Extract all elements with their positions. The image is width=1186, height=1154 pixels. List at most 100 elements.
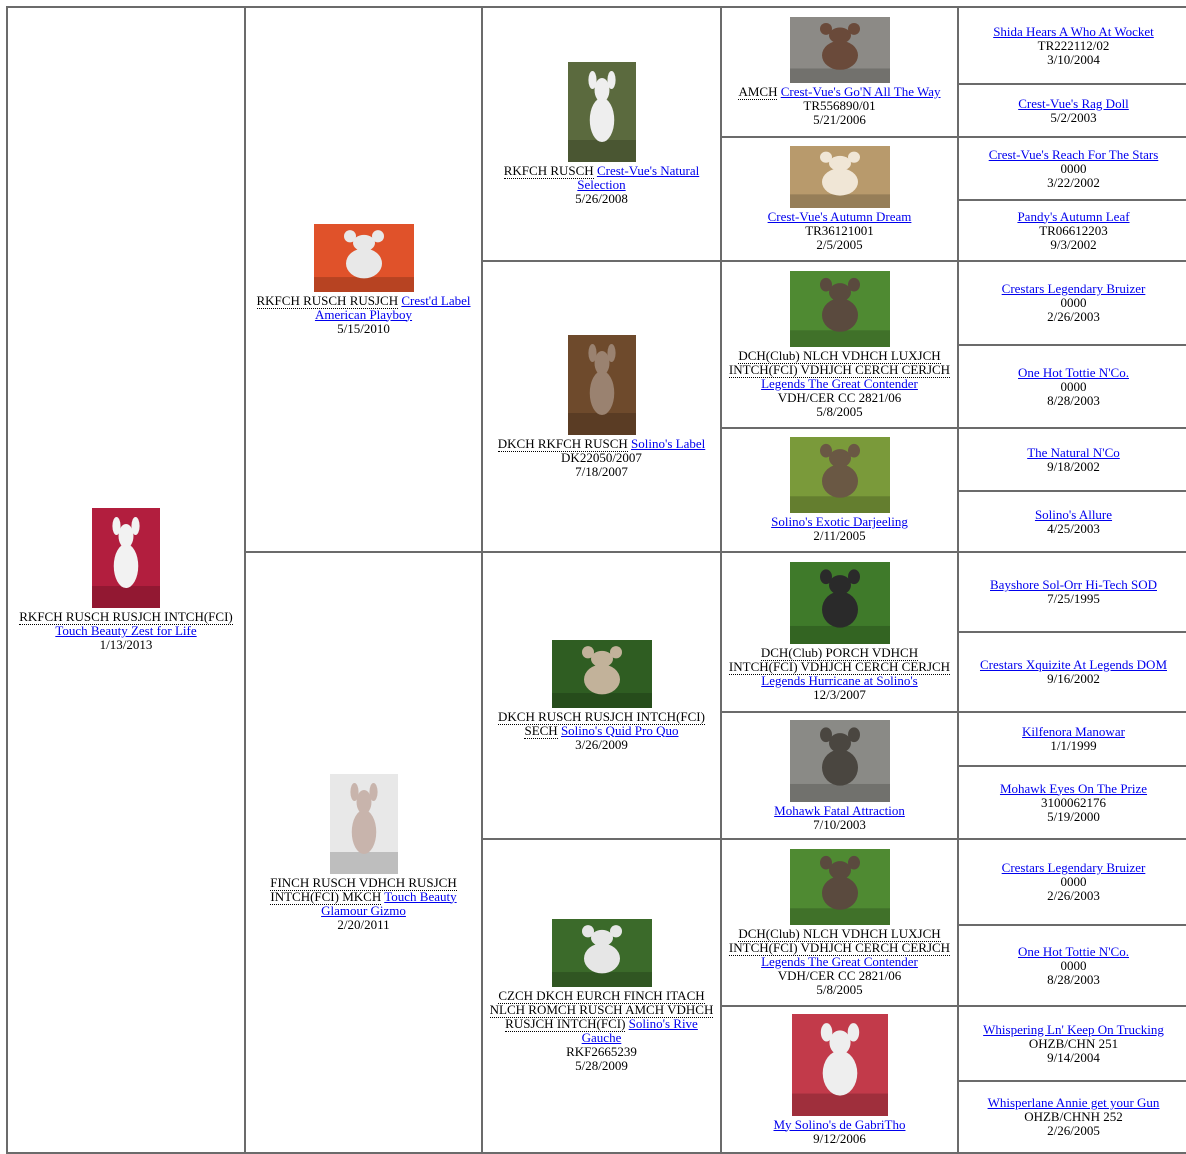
title-abbreviations[interactable]: CZCH DKCH EURCH FINCH ITACH NLCH ROMCH R…	[489, 988, 714, 1032]
dog-photo	[789, 437, 890, 513]
birth-date: 5/21/2006	[813, 112, 866, 127]
dog-name-line: My Solino's de GabriTho	[726, 1116, 953, 1132]
dog-name-link[interactable]: My Solino's de GabriTho	[773, 1116, 906, 1132]
dog-name-line: Pandy's Autumn Leaf	[963, 208, 1184, 224]
title-abbreviations[interactable]: RKFCH RUSCH RUSJCH	[256, 292, 399, 309]
dog-name-line: CZCH DKCH EURCH FINCH ITACH NLCH ROMCH R…	[487, 988, 716, 1045]
grandparent-cell: DKCH RUSCH RUSJCH INTCH(FCI) SECH Solino…	[481, 551, 722, 840]
dog-name-line: DCH(Club) NLCH VDHCH LUXJCH INTCH(FCI) V…	[726, 347, 953, 391]
dog-name-link[interactable]: Shida Hears A Who At Wocket	[993, 23, 1154, 39]
dog-name-link[interactable]: Crestars Legendary Bruizer	[1001, 860, 1146, 875]
dog-name-line: Crest-Vue's Rag Doll	[963, 95, 1184, 111]
registration-number: 0000	[1060, 295, 1087, 310]
title-abbreviations[interactable]: FINCH RUSCH VDHCH RUSJCH INTCH(FCI) MKCH	[270, 874, 457, 905]
registration-number: 0000	[1060, 957, 1087, 973]
dog-name-link[interactable]: Mohawk Eyes On The Prize	[999, 780, 1148, 796]
dog-name-link[interactable]: Solino's Exotic Darjeeling	[771, 514, 908, 529]
title-abbreviations[interactable]: DCH(Club) NLCH VDHCH LUXJCH INTCH(FCI) V…	[728, 925, 951, 956]
dog-name-link[interactable]: One Hot Tottie N'Co.	[1018, 943, 1129, 959]
dog-name-link[interactable]: Mohawk Fatal Attraction	[774, 802, 905, 818]
title-abbreviations[interactable]: RKFCH RUSCH RUSJCH INTCH(FCI)	[19, 609, 233, 625]
dog-name-link[interactable]: Kilfenora Manowar	[1022, 724, 1125, 739]
birth-date: 2/11/2005	[813, 528, 866, 543]
dog-name-line: FINCH RUSCH VDHCH RUSJCH INTCH(FCI) MKCH…	[250, 874, 477, 918]
title-abbreviations[interactable]: DKCH RKFCH RUSCH	[497, 435, 628, 452]
dog-name-line: Bayshore Sol-Orr Hi-Tech SOD	[963, 578, 1184, 592]
dog-name-line: Shida Hears A Who At Wocket	[963, 23, 1184, 39]
dog-name-link[interactable]: Legends The Great Contender	[761, 953, 918, 969]
birth-date: 7/10/2003	[813, 816, 866, 832]
dog-name-link[interactable]: Crest-Vue's Rag Doll	[1018, 95, 1129, 111]
dog-name-link[interactable]: Legends The Great Contender	[761, 375, 918, 391]
dog-name-line: DCH(Club) PORCH VDHCH INTCH(FCI) VDHJCH …	[726, 645, 953, 688]
dog-name-link[interactable]: The Natural N'Co	[1027, 444, 1120, 460]
birth-date: 8/28/2003	[1047, 971, 1100, 987]
birth-date: 2/26/2003	[1047, 309, 1100, 324]
dog-name-link[interactable]: Crest-Vue's Autumn Dream	[767, 209, 912, 224]
dog-name-link[interactable]: Crest-Vue's Natural Selection	[577, 163, 700, 192]
grandparent-cell: RKFCH RUSCH Crest-Vue's Natural Selectio…	[481, 6, 722, 262]
dog-name-link[interactable]: One Hot Tottie N'Co.	[1018, 364, 1129, 380]
birth-date: 9/18/2002	[1047, 458, 1100, 474]
dog-photo	[329, 773, 398, 874]
dog-name-link[interactable]: Whispering Ln' Keep On Trucking	[983, 1021, 1164, 1037]
dog-name-line: Mohawk Eyes On The Prize	[963, 780, 1184, 796]
dog-name-link[interactable]: Crestars Legendary Bruizer	[1001, 281, 1146, 296]
birth-date: 2/20/2011	[337, 916, 390, 932]
dog-name-link[interactable]: Legends Hurricane at Solino's	[761, 673, 918, 688]
title-abbreviations[interactable]: DCH(Club) NLCH VDHCH LUXJCH INTCH(FCI) V…	[728, 347, 951, 378]
birth-date: 7/25/1995	[1047, 591, 1100, 606]
dog-name-link[interactable]: Solino's Quid Pro Quo	[560, 722, 679, 738]
dog-name-link[interactable]: Pandy's Autumn Leaf	[1017, 208, 1130, 224]
title-abbreviations[interactable]: DCH(Club) PORCH VDHCH INTCH(FCI) VDHJCH …	[728, 645, 951, 675]
registration-number: OHZB/CHNH 252	[1024, 1109, 1123, 1124]
birth-date: 9/12/2006	[813, 1130, 866, 1146]
birth-date: 9/14/2004	[1047, 1049, 1100, 1065]
dog-name-link[interactable]: Bayshore Sol-Orr Hi-Tech SOD	[990, 577, 1157, 592]
dog-name-link[interactable]: Solino's Label	[631, 435, 706, 451]
birth-date: 7/18/2007	[575, 463, 628, 479]
dog-name-line: Crestars Legendary Bruizer	[963, 282, 1184, 296]
birth-date: 9/3/2002	[1050, 236, 1097, 252]
dog-name-link[interactable]: Crestars Xquizite At Legends DOM	[979, 657, 1168, 672]
dog-name-link[interactable]: Crest-Vue's Go'N All The Way	[780, 84, 941, 99]
dog-photo	[789, 146, 890, 208]
title-abbreviations[interactable]: AMCH	[738, 84, 778, 100]
title-abbreviations[interactable]: DKCH RUSCH RUSJCH INTCH(FCI) SECH	[498, 708, 705, 739]
birth-date: 1/13/2013	[99, 637, 153, 652]
dog-name-link[interactable]: Solino's Rive Gauche	[581, 1016, 698, 1045]
dog-photo	[567, 62, 636, 162]
title-abbreviations[interactable]: RKFCH RUSCH	[503, 163, 594, 179]
dog-name-link[interactable]: Solino's Allure	[1034, 506, 1113, 522]
dog-name-line: One Hot Tottie N'Co.	[963, 364, 1184, 380]
birth-date: 4/25/2003	[1047, 520, 1100, 536]
birth-date: 2/5/2005	[816, 237, 863, 252]
dog-name-link[interactable]: Touch Beauty Zest for Life	[55, 623, 197, 638]
dog-name-link[interactable]: Crest-Vue's Reach For The Stars	[988, 146, 1159, 162]
dog-name-link[interactable]: Crest'd Label American Playboy	[314, 292, 471, 322]
birth-date: 9/16/2002	[1047, 671, 1100, 686]
dog-name-link[interactable]: Touch Beauty Glamour Gizmo	[321, 888, 457, 918]
dog-name-link[interactable]: Whisperlane Annie get your Gun	[987, 1095, 1160, 1110]
birth-date: 8/28/2003	[1047, 392, 1100, 408]
registration-number: TR06612203	[1039, 222, 1108, 238]
